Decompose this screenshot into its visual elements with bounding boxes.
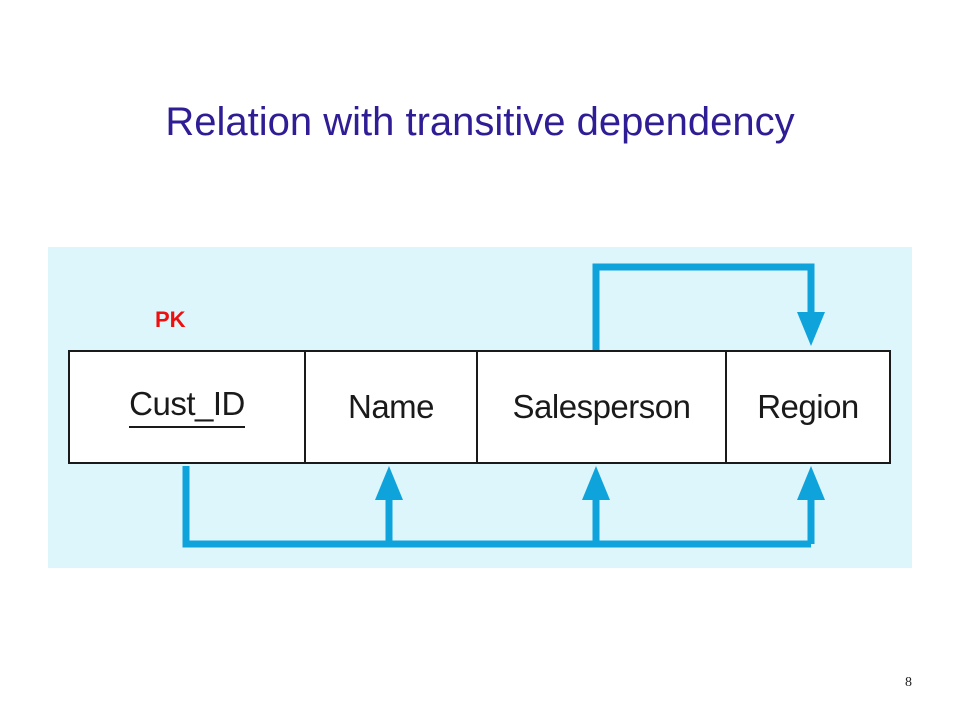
attribute-name-label: Name — [347, 388, 435, 425]
attribute-region: Region — [725, 352, 889, 462]
attribute-cust-id-label: Cust_ID — [129, 387, 245, 428]
attribute-salesperson-label: Salesperson — [512, 388, 691, 425]
primary-key-dependency-line — [182, 466, 811, 548]
transitive-dependency-arrow — [592, 263, 825, 350]
arrowhead-down-icon — [797, 312, 825, 346]
arrowhead-up-icon — [375, 466, 403, 500]
attribute-region-label: Region — [757, 388, 859, 425]
primary-key-label: PK — [155, 307, 186, 332]
attribute-salesperson: Salesperson — [476, 352, 725, 462]
arrowhead-up-icon — [797, 466, 825, 500]
arrowhead-up-icon — [582, 466, 610, 500]
primary-key-dependency-arrows — [182, 466, 825, 548]
attribute-name: Name — [304, 352, 476, 462]
relation-table: Cust_ID Name Salesperson Region — [68, 350, 891, 464]
page-number: 8 — [905, 675, 912, 690]
transitive-dependency-line — [592, 263, 815, 350]
attribute-cust-id: Cust_ID — [70, 352, 304, 462]
slide-title: Relation with transitive dependency — [165, 100, 795, 144]
